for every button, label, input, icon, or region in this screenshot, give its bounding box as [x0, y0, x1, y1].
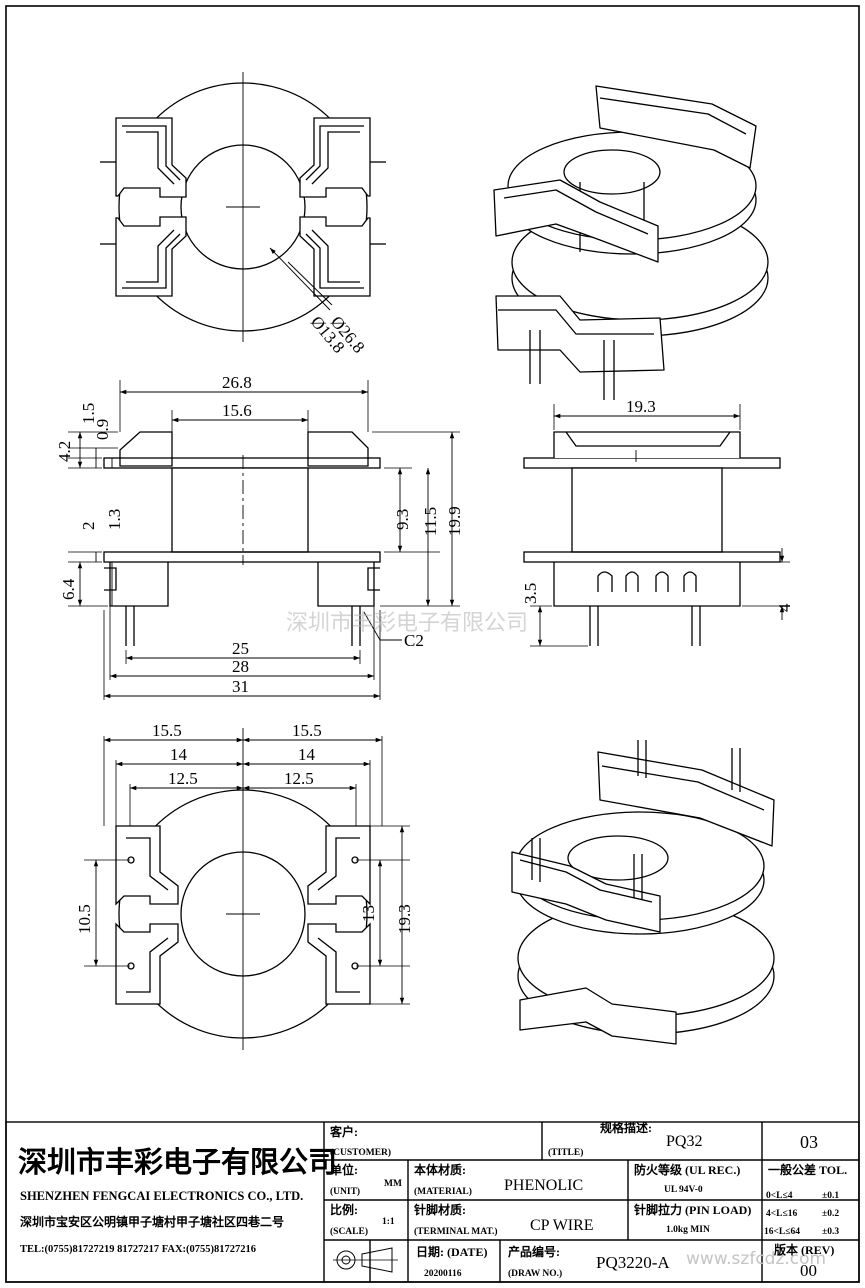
- dim-front-9.3: 9.3: [393, 509, 412, 530]
- date-label: 日期: (DATE): [416, 1244, 487, 1259]
- terminal-label-en: (TERMINAL MAT.): [414, 1226, 498, 1237]
- dim-bottom-12.5-right: 12.5: [284, 769, 314, 788]
- iso-view-top: [493, 85, 769, 400]
- dim-front-28: 28: [232, 657, 249, 676]
- tolerance-range-3: 16<L≤64: [764, 1227, 800, 1237]
- title-block: [5, 1121, 860, 1283]
- iso-view-bottom: [511, 740, 775, 1045]
- company-name-cn: 深圳市丰彩电子有限公司: [18, 1145, 337, 1179]
- dim-front-1.5: 1.5: [79, 403, 98, 424]
- draw-no-label-cn: 产品编号:: [508, 1244, 560, 1259]
- fire-rating-value: UL 94V-0: [664, 1185, 703, 1195]
- draw-no-label-en: (DRAW NO.): [508, 1268, 562, 1279]
- dim-bottom-14-left: 14: [170, 745, 188, 764]
- material-value: PHENOLIC: [504, 1177, 583, 1194]
- sheet-number: 03: [800, 1132, 818, 1152]
- dim-bottom-14-right: 14: [298, 745, 316, 764]
- dim-front-overall-width: 26.8: [222, 373, 252, 392]
- dim-front-2: 2: [79, 522, 98, 531]
- watermark: 深圳市丰彩电子有限公司: [286, 611, 528, 636]
- front-view: [68, 380, 460, 700]
- dim-front-6.4: 6.4: [59, 578, 78, 600]
- title-value: PQ32: [666, 1133, 702, 1150]
- dim-front-chamfer: C2: [404, 631, 424, 650]
- material-label-cn: 本体材质:: [414, 1162, 466, 1177]
- side-view: [523, 404, 790, 647]
- dim-bottom-19.3: 19.3: [395, 904, 414, 934]
- top-view: [100, 72, 386, 342]
- scale-value: 1:1: [382, 1217, 395, 1227]
- customer-label-en: (CUSTOMER): [330, 1147, 391, 1158]
- dim-front-19.9: 19.9: [445, 506, 464, 536]
- scale-label-cn: 比例:: [330, 1202, 358, 1217]
- unit-label-cn: 单位:: [330, 1162, 358, 1177]
- dim-side-3.5: 3.5: [521, 583, 540, 604]
- dim-front-1.3: 1.3: [105, 509, 124, 530]
- revision-label: 版本 (REV): [774, 1242, 834, 1257]
- company-phone: TEL:(0755)81727219 81727217 FAX:(0755)81…: [20, 1244, 256, 1255]
- unit-label-en: (UNIT): [330, 1186, 360, 1197]
- dim-front-31: 31: [232, 677, 249, 696]
- dim-front-25: 25: [232, 639, 249, 658]
- date-value: 20200116: [424, 1269, 462, 1279]
- company-name-en: SHENZHEN FENGCAI ELECTRONICS CO., LTD.: [20, 1189, 303, 1203]
- scale-label-en: (SCALE): [330, 1226, 368, 1237]
- dim-side-width: 19.3: [626, 397, 656, 416]
- pin-load-value: 1.0kg MIN: [666, 1225, 710, 1235]
- tolerance-value-3: ±0.3: [822, 1227, 839, 1237]
- bottom-view: [84, 728, 410, 1050]
- pin-load-label: 针脚拉力 (PIN LOAD): [634, 1202, 751, 1217]
- fire-rating-label: 防火等级 (UL REC.): [634, 1162, 740, 1177]
- customer-label-cn: 客户:: [329, 1124, 358, 1139]
- terminal-value: CP WIRE: [530, 1217, 594, 1234]
- tolerance-range-1: 0<L≤4: [766, 1191, 793, 1201]
- web-watermark: www.szfcdz.com: [686, 1249, 826, 1269]
- title-label-cn: 规格描述:: [600, 1120, 652, 1135]
- company-address: 深圳市宝安区公明镇甲子塘村甲子塘社区四巷二号: [20, 1214, 284, 1229]
- draw-no-value: PQ3220-A: [596, 1253, 670, 1272]
- title-label-en: (TITLE): [548, 1147, 583, 1158]
- dim-front-4.2: 4.2: [55, 441, 74, 462]
- dim-bottom-10.5: 10.5: [75, 904, 94, 934]
- dim-front-11.5: 11.5: [421, 507, 440, 536]
- tolerance-value-1: ±0.1: [822, 1191, 839, 1201]
- terminal-label-cn: 针脚材质:: [414, 1202, 466, 1217]
- material-label-en: (MATERIAL): [414, 1186, 472, 1197]
- tolerance-value-2: ±0.2: [822, 1209, 839, 1219]
- dim-bottom-15.5-left: 15.5: [152, 721, 182, 740]
- dim-bottom-15.5-right: 15.5: [292, 721, 322, 740]
- dim-bottom-12.5-left: 12.5: [168, 769, 198, 788]
- dim-side-4: 4: [775, 603, 794, 612]
- dim-front-core-width: 15.6: [222, 401, 252, 420]
- dim-front-0.9: 0.9: [93, 419, 112, 440]
- tolerance-title: 一般公差 TOL.: [768, 1162, 847, 1177]
- unit-value: MM: [384, 1179, 402, 1189]
- dim-bottom-13: 13: [359, 905, 378, 922]
- tolerance-range-2: 4<L≤16: [766, 1209, 797, 1219]
- revision-value: 00: [800, 1261, 817, 1280]
